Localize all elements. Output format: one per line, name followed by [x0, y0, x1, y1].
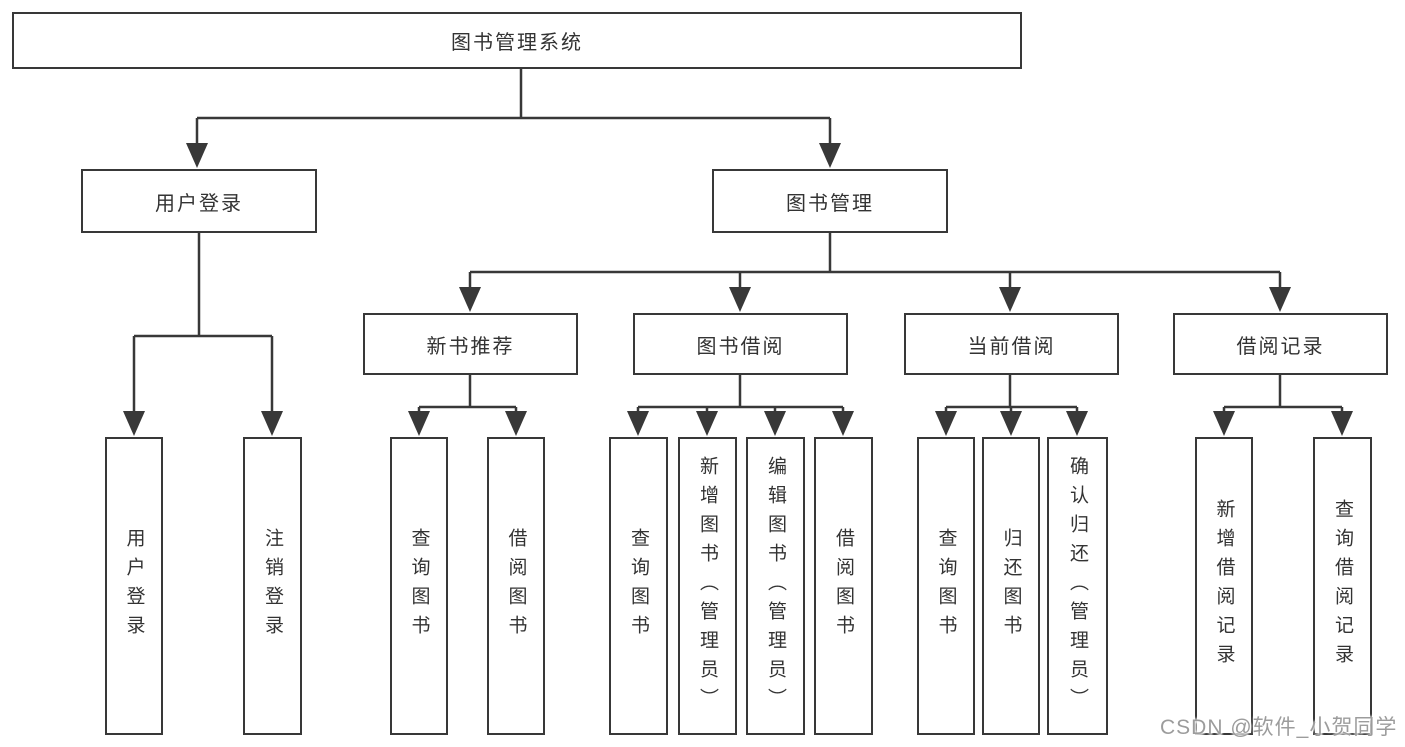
node-leaf-query-books-borrow: 查询图书 — [609, 437, 668, 735]
leaf-label: 查询图书 — [408, 528, 430, 644]
node-leaf-confirm-return-admin: 确认归还（管理员） — [1047, 437, 1108, 735]
leaf-label: 查询图书 — [628, 528, 649, 644]
node-leaf-add-borrow-record: 新增借阅记录 — [1195, 437, 1253, 735]
node-book-management-module: 图书管理 — [712, 169, 948, 233]
leaf-label: 查询图书 — [935, 528, 957, 644]
leaf-label: 借阅图书 — [833, 528, 854, 644]
node-system-root: 图书管理系统 — [12, 12, 1022, 69]
leaf-label: 确认归还（管理员） — [1067, 455, 1088, 717]
node-new-book-recommend: 新书推荐 — [363, 313, 578, 375]
leaf-label: 新增图书（管理员） — [697, 455, 718, 717]
node-leaf-logout: 注销登录 — [243, 437, 302, 735]
leaf-label: 用户登录 — [123, 528, 145, 644]
node-leaf-borrow-books-recommend: 借阅图书 — [487, 437, 545, 735]
csdn-watermark: CSDN @软件_小贺同学 — [1160, 716, 1398, 739]
connector-newbook-to-leaves — [417, 375, 518, 416]
leaf-label: 归还图书 — [1000, 528, 1022, 644]
leaf-label: 注销登录 — [262, 528, 283, 644]
connector-root-to-level1 — [195, 69, 832, 148]
node-borrow-records: 借阅记录 — [1173, 313, 1388, 375]
node-leaf-query-borrow-record: 查询借阅记录 — [1313, 437, 1372, 735]
node-leaf-return-books: 归还图书 — [982, 437, 1040, 735]
leaf-label: 新增借阅记录 — [1213, 499, 1235, 673]
connector-mgmt-to-level2 — [468, 233, 1282, 292]
node-leaf-add-books-admin: 新增图书（管理员） — [678, 437, 737, 735]
arrowheads — [123, 143, 1353, 436]
leaf-label: 借阅图书 — [505, 528, 527, 644]
node-leaf-borrow-books: 借阅图书 — [814, 437, 873, 735]
node-current-borrowing: 当前借阅 — [904, 313, 1119, 375]
connector-current-to-leaves — [944, 375, 1079, 416]
node-leaf-user-login: 用户登录 — [105, 437, 163, 735]
node-leaf-query-books-current: 查询图书 — [917, 437, 975, 735]
connector-borrow-to-leaves — [636, 375, 845, 416]
leaf-label: 查询借阅记录 — [1332, 499, 1353, 673]
node-user-login-module: 用户登录 — [81, 169, 317, 233]
node-book-borrowing: 图书借阅 — [633, 313, 848, 375]
connector-records-to-leaves — [1222, 375, 1344, 416]
connector-login-to-leaves — [132, 233, 274, 416]
leaf-label: 编辑图书（管理员） — [765, 455, 786, 717]
node-leaf-edit-books-admin: 编辑图书（管理员） — [746, 437, 805, 735]
node-leaf-query-books-recommend: 查询图书 — [390, 437, 448, 735]
